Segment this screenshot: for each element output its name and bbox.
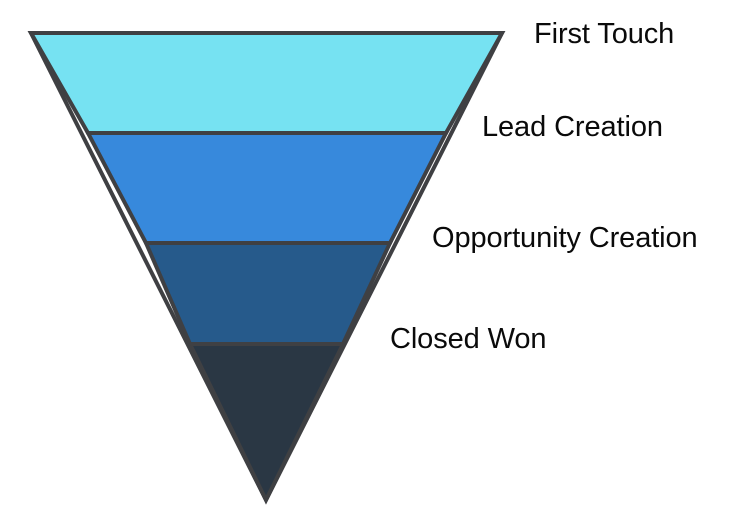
funnel-segment-closed-won[interactable] — [186, 342, 347, 505]
funnel-segment-first-touch[interactable] — [27, 31, 506, 135]
funnel-outline — [27, 31, 506, 505]
funnel-label-first-touch: First Touch — [534, 18, 675, 50]
funnel-label-opportunity-creation: Opportunity Creation — [432, 222, 698, 254]
funnel-segment-lead-creation[interactable] — [84, 131, 450, 245]
funnel-label-closed-won: Closed Won — [390, 323, 547, 355]
funnel-label-lead-creation: Lead Creation — [482, 111, 663, 143]
